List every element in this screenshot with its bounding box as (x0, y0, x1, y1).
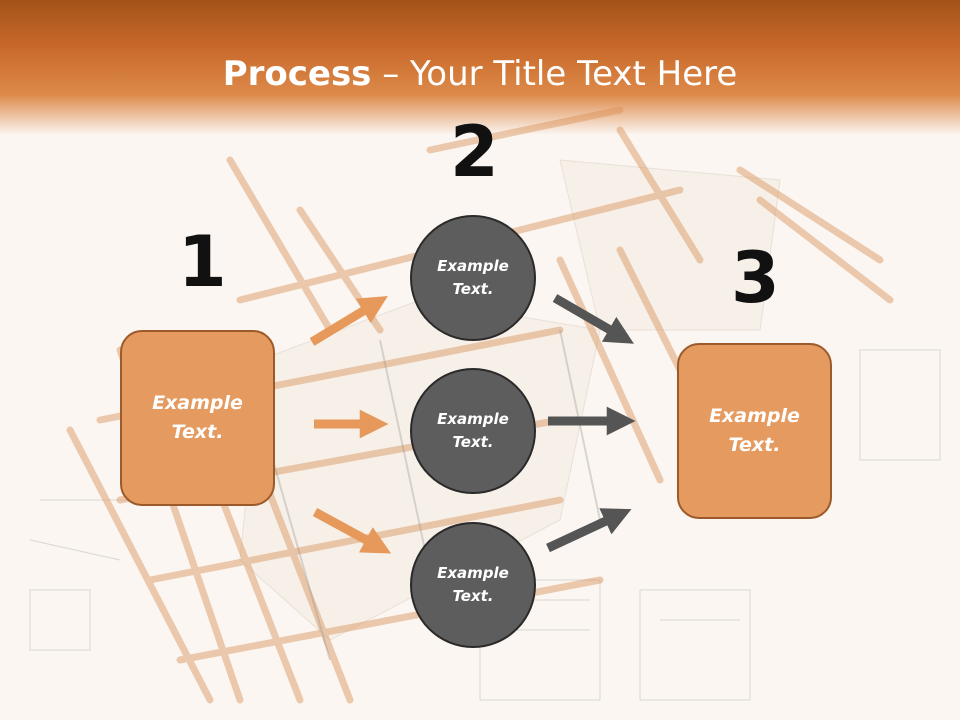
step-2-circle-top: Example Text. (410, 215, 536, 341)
step-3-text: Example Text. (709, 405, 800, 456)
step-number-2: 2 (450, 111, 499, 193)
step-2-circle-bottom: Example Text. (410, 522, 536, 648)
slide-title: Process – Your Title Text Here (0, 52, 960, 96)
circle-top-text: Example Text. (437, 257, 509, 298)
title-bold: Process (222, 54, 372, 94)
title-rest: – Your Title Text Here (371, 54, 738, 94)
step-1-text: Example Text. (152, 392, 243, 443)
step-1-box: Example Text. (120, 330, 275, 506)
step-number-3: 3 (731, 237, 780, 319)
title-bar (0, 0, 960, 135)
circle-middle-text: Example Text. (437, 410, 509, 451)
step-number-1: 1 (178, 221, 227, 303)
step-3-box: Example Text. (677, 343, 832, 519)
step-2-circle-middle: Example Text. (410, 368, 536, 494)
circle-bottom-text: Example Text. (437, 564, 509, 605)
